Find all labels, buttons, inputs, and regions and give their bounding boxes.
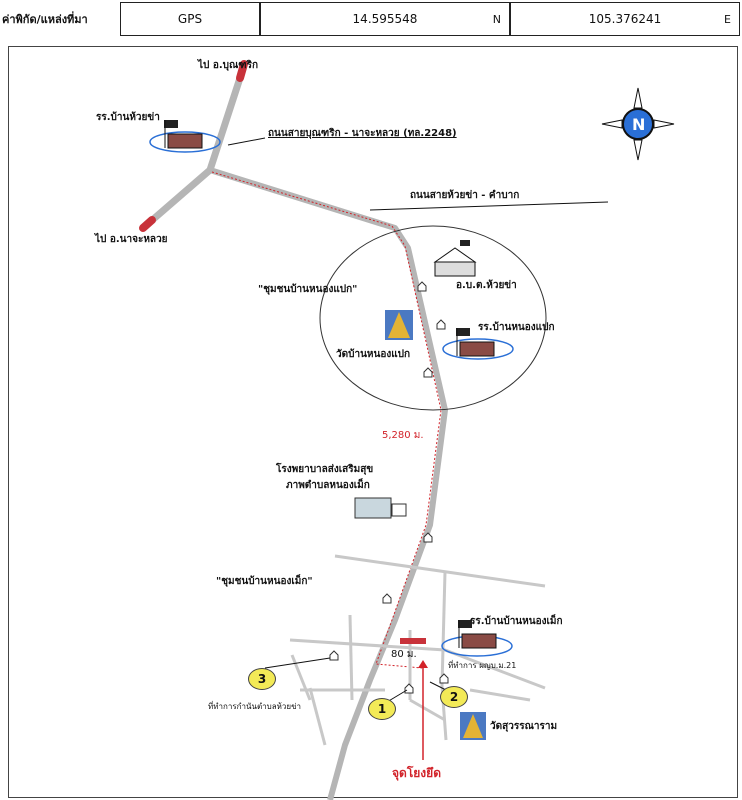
label-wat-suwan: วัดสุวรรณาราม [490, 721, 558, 732]
hospital-icon [354, 497, 407, 519]
label-village-nongmek: "ชุมชนบ้านหนองเม็ก" [216, 576, 313, 587]
school-icon-huaicha [164, 120, 203, 149]
location-label: ค่าพิกัด/แหล่งที่มา [2, 13, 88, 26]
road-huaikha-khambak [209, 167, 448, 800]
gps-cell: GPS [120, 2, 260, 36]
label-distance: 5,280 ม. [382, 430, 424, 441]
school-icon-nongpaek [456, 328, 495, 357]
compass-letter: N [632, 115, 645, 134]
marker-1: 1 [368, 698, 396, 720]
house-markers [329, 281, 449, 694]
village-circle [319, 225, 547, 411]
label-distance-small: 80 ม. [391, 649, 417, 660]
label-to-najaluai: ไป อ.นาจะหลวย [95, 234, 168, 245]
compass-icon [601, 87, 675, 161]
marker-2: 2 [440, 686, 468, 708]
label-hospital-line1: โรงพยาบาลส่งเสริมสุข [276, 464, 374, 475]
school-oval-huaicha [149, 131, 221, 153]
latitude-value: 14.595548 [352, 12, 418, 26]
label-road-2248: ถนนสายบุณฑริก - นาจะหลวย (ทล.2248) [268, 128, 457, 139]
label-village-nongpaek: "ชุมชนบ้านหนองแปก" [258, 284, 358, 295]
latitude-cell: 14.595548 N [260, 2, 510, 36]
label-school-nongmek: รร.บ้านบ้านหนองเม็ก [470, 616, 563, 627]
label-hospital-line2: ภาพตำบลหนองเม็ก [286, 480, 370, 491]
longitude-direction: E [724, 12, 731, 26]
label-office-village: ที่ทำการ ผญบ.ม.21 [448, 661, 517, 670]
temple-icon-nongpaek [385, 310, 413, 340]
label-school-huaicha: รร.บ้านห้วยข่า [96, 112, 160, 123]
label-kamnan-office: ที่ทำการกำนันตำบลห้วยข่า [208, 702, 302, 711]
marker-3: 3 [248, 668, 276, 690]
highway-arrow-north [236, 60, 248, 82]
label-to-buntharik: ไป อ.บุณฑริก [198, 60, 259, 71]
highway-arrow-south [139, 216, 156, 232]
latitude-direction: N [492, 12, 501, 26]
route-line [211, 171, 442, 669]
location-map [8, 46, 738, 798]
school-icon-nongmek [458, 620, 497, 649]
ref-point-arrowhead [418, 660, 428, 668]
label-wat-nongpaek: วัดบ้านหนองแปก [336, 349, 411, 360]
label-abt-huaicha: อ.บ.ต.ห้วยข่า [456, 280, 517, 291]
temple-icon-suwan [460, 712, 486, 740]
longitude-cell: 105.376241 E [510, 2, 740, 36]
longitude-value: 105.376241 [588, 12, 662, 26]
ref-point-flag [400, 638, 426, 644]
label-ref-point: จุดโยงยึด [392, 766, 441, 780]
office-icon-abt [433, 240, 477, 277]
label-road-huaikha: ถนนสายห้วยข่า - คำบาก [410, 190, 520, 201]
label-school-nongpaek: รร.บ้านหนองแปก [478, 322, 555, 333]
school-oval-nongpaek [442, 338, 514, 360]
